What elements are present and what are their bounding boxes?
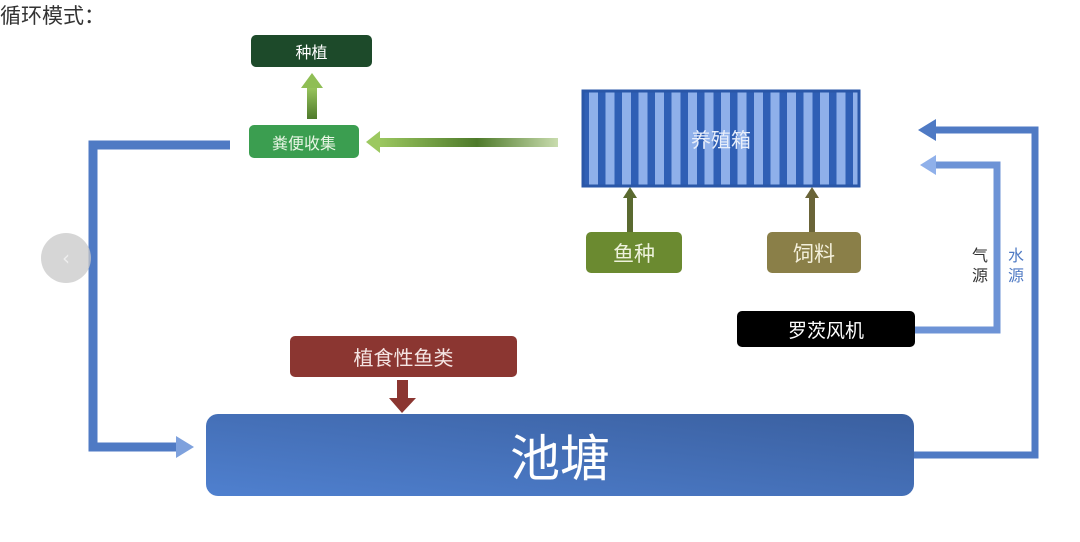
- node-planting: 种植: [251, 35, 372, 67]
- pond-shape: [206, 414, 914, 496]
- node-manure: 粪便收集: [249, 125, 359, 158]
- node-tank: 养殖箱: [583, 91, 859, 186]
- node-fry-label: 鱼种: [613, 241, 655, 266]
- node-feed: 饲料: [767, 232, 861, 273]
- tank-stripes: [581, 89, 861, 188]
- node-pond: 池塘: [206, 414, 914, 496]
- arrow-water-to-tank: [918, 119, 936, 141]
- arrow-into-pond: [176, 436, 194, 458]
- prev-slide-button[interactable]: ‹: [41, 233, 91, 283]
- arrow-fry-to-tank: [623, 187, 637, 233]
- node-herbivore-label: 植食性鱼类: [353, 346, 454, 370]
- label-water: 水源: [1008, 246, 1025, 285]
- flow-air: [915, 161, 1001, 334]
- node-manure-label: 粪便收集: [271, 133, 336, 153]
- chevron-left-icon: ‹: [62, 246, 70, 270]
- node-tank-label: 养殖箱: [691, 128, 751, 152]
- node-fry: 鱼种: [586, 232, 682, 273]
- node-feed-label: 饲料: [793, 241, 835, 266]
- arrow-feed-to-tank: [805, 187, 819, 233]
- node-blower: 罗茨风机: [737, 311, 915, 347]
- arrow-up-to-planting: [301, 73, 323, 119]
- node-pond-label: 池塘: [510, 430, 610, 488]
- flow-manure-to-pond: [88, 140, 230, 452]
- arrow-air-to-tank: [920, 155, 936, 175]
- flow-water: [913, 126, 1039, 459]
- node-blower-label: 罗茨风机: [787, 319, 864, 342]
- page-title: 循环模式：: [0, 4, 105, 28]
- arrow-tank-to-manure: [366, 131, 558, 153]
- node-herbivore: 植食性鱼类: [290, 336, 517, 377]
- node-planting-label: 种植: [295, 43, 328, 62]
- arrow-herbivore-to-pond: [389, 380, 416, 413]
- label-air: 气源: [972, 246, 989, 285]
